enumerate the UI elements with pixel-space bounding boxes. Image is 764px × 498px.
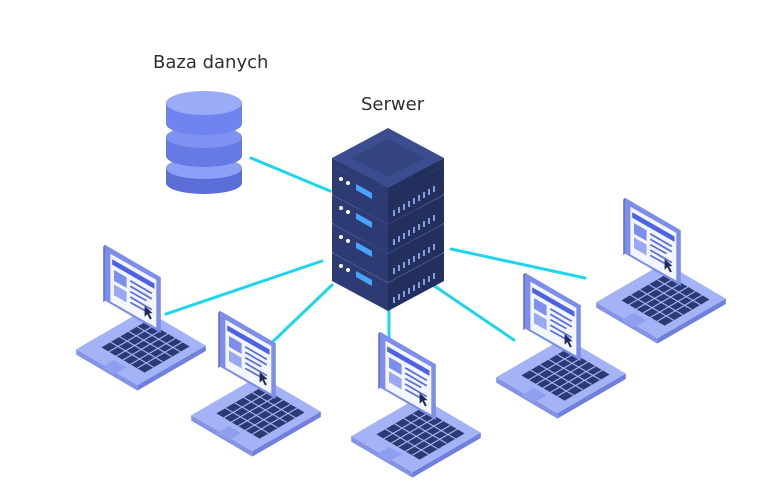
- connection-lines: [164, 156, 587, 354]
- connection-database-server: [249, 156, 332, 193]
- laptop-icon: [350, 330, 482, 479]
- server-rack-icon: [331, 128, 445, 312]
- server-label: Serwer: [361, 94, 425, 115]
- connection-server-laptop-4: [431, 283, 516, 342]
- database-label: Baza danych: [153, 52, 269, 73]
- connection-server-laptop-5: [449, 247, 587, 280]
- laptop-icon: [595, 196, 727, 345]
- connection-server-laptop-2: [260, 283, 334, 354]
- connection-server-laptop-1: [164, 259, 324, 316]
- database-icon: [166, 91, 242, 194]
- laptop-icon: [190, 309, 322, 458]
- laptop-icon: [75, 243, 207, 392]
- laptop-icon: [495, 271, 627, 420]
